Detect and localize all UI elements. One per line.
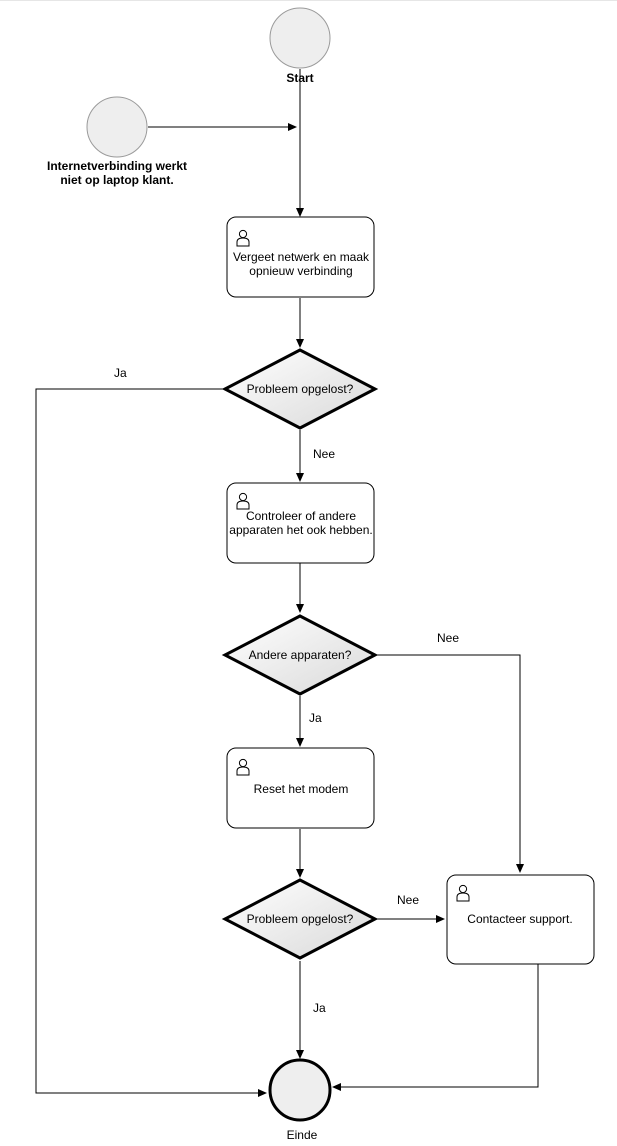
end-event[interactable] [268,1058,332,1122]
trigger-label-line1: Internetverbinding werkt [47,159,187,173]
decision-3-label: Probleem opgelost? [247,912,354,926]
edge-d2-no-to-support [375,654,524,873]
top-border [0,0,617,1]
edge-support-to-end [332,964,539,1091]
edge-label-d1-yes: Ja [114,366,127,380]
task-contact-support[interactable]: Contacteer support. [446,874,595,965]
task-check-devices[interactable]: Controleer of andere apparaten het ook h… [226,482,375,564]
task-reset-modem[interactable]: Reset het modem [226,747,375,829]
decision-1-label: Probleem opgelost? [247,382,354,396]
task-reset-label: Reset het modem [254,782,349,796]
edge-label-d3-yes: Ja [313,1001,326,1015]
edge-label-d1-no: Nee [313,447,335,461]
task-check-label-line1: Controleer of andere [246,509,356,523]
trigger-event[interactable] [86,96,148,158]
edge-label-d3-no: Nee [397,893,419,907]
task-support-label: Contacteer support. [467,912,572,926]
task-check-label-line2: apparaten het ook hebben. [229,523,372,537]
task-forget-label-line2: opnieuw verbinding [249,264,352,278]
decision-other-devices[interactable]: Andere apparaten? [221,614,379,696]
task-forget-network[interactable]: Vergeet netwerk en maak opnieuw verbindi… [226,216,375,298]
decision-problem-solved-1[interactable]: Probleem opgelost? [221,348,379,430]
edge-d1-yes-to-end [35,388,267,1097]
decision-problem-solved-2[interactable]: Probleem opgelost? [221,878,379,960]
start-event[interactable] [269,7,331,69]
edge-label-d2-yes: Ja [309,711,322,725]
end-label: Einde [287,1128,318,1142]
task-forget-label-line1: Vergeet netwerk en maak [233,250,370,264]
start-label: Start [286,71,313,85]
trigger-label-line2: niet op laptop klant. [60,173,173,187]
edge-label-d2-no: Nee [437,631,459,645]
decision-2-label: Andere apparaten? [249,648,352,662]
